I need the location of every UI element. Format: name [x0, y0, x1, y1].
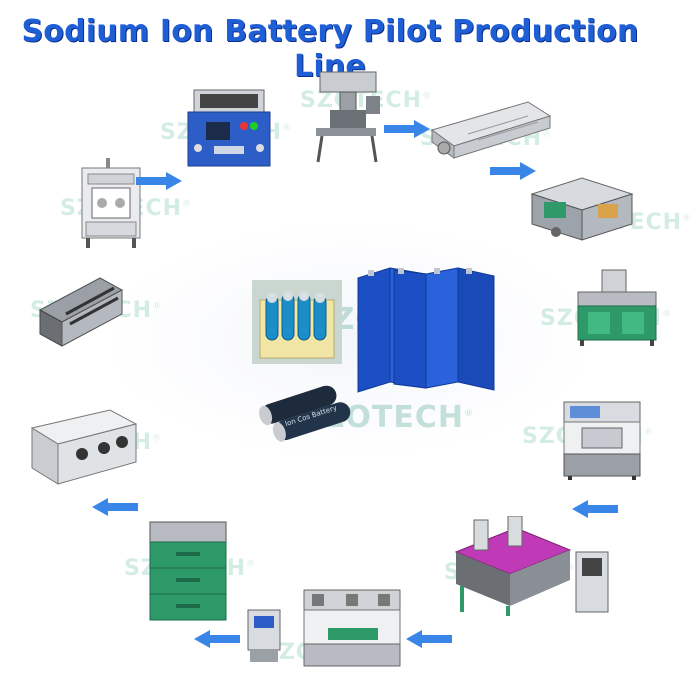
- ultrasonic-welding-machine: [454, 516, 609, 616]
- arrow-right-icon: [136, 172, 182, 190]
- tester-machine: [247, 609, 281, 662]
- prismatic-cells-image: [357, 267, 495, 393]
- coating-line-machine: [430, 101, 552, 159]
- stirring-mixer-machine: [316, 71, 380, 163]
- roller-press-machine: [38, 277, 124, 347]
- glovebox-cabinet-machine: [81, 158, 141, 248]
- arrow-left-icon: [406, 630, 452, 648]
- cylindrical-cells-pack-image: [252, 280, 342, 364]
- arrow-left-icon: [92, 498, 138, 516]
- vacuum-mixer-machine: [187, 89, 271, 167]
- cylinder-cells-image: [259, 385, 351, 442]
- slitting-machine: [577, 269, 657, 346]
- rolling-press-machine: [530, 177, 634, 241]
- background-swoosh: [100, 220, 600, 460]
- arrow-left-icon: [572, 500, 618, 518]
- arrow-right-icon: [490, 162, 536, 180]
- arrow-right-icon: [384, 120, 430, 138]
- stacking-machine: [563, 401, 641, 480]
- vacuum-oven-machine: [149, 521, 227, 621]
- page-title: Sodium Ion Battery Pilot Production Line: [21, 14, 639, 84]
- assembly-line-machine: [303, 589, 401, 667]
- arrow-left-icon: [194, 630, 240, 648]
- glovebox-machine: [30, 409, 138, 485]
